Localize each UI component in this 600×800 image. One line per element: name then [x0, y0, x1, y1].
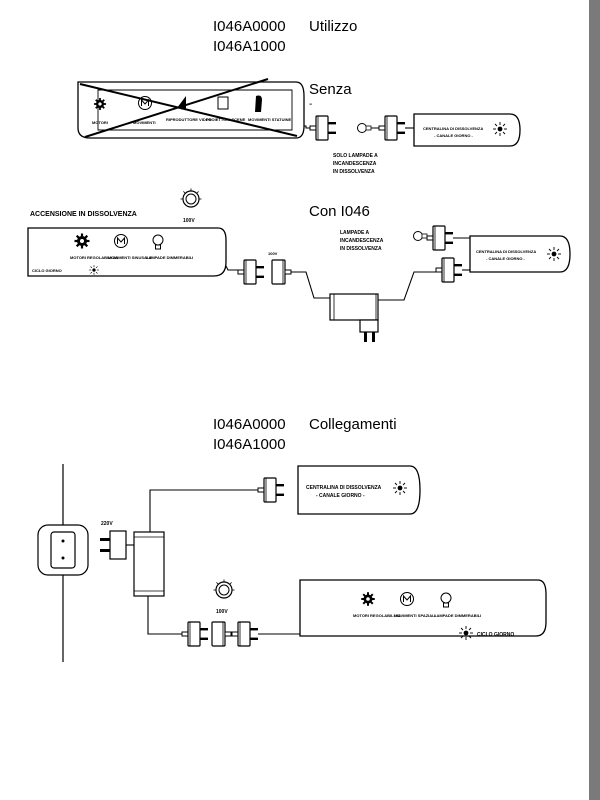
coll-panel: MOTORI REGOLABILI 4A MOVIMENTI SPAZIALI … [299, 579, 547, 637]
con-heading: Con I046 [309, 203, 370, 220]
con-item-2: MOVIMENTI SINUSALE [108, 255, 152, 260]
coll-panel-wire [147, 596, 182, 635]
con-controller-wire [378, 271, 436, 301]
coll-cycle: CICLO GIORNO [477, 632, 514, 638]
con-bulb-plug [426, 225, 454, 251]
senza-item-3: RIPRODUTTORE VIDEO [166, 117, 212, 122]
statue-icon [255, 95, 262, 112]
con-bulb-icon [413, 231, 428, 241]
top-heading: Utilizzo [309, 18, 357, 35]
con-cycle: CICLO GIORNO [32, 268, 62, 273]
con-panel-wire [225, 265, 238, 271]
senza-bulb-icon [357, 123, 379, 133]
sun-icon [88, 264, 100, 276]
con-panel: MOTORI REGOLABILI 4A MOVIMENTI SINUSALE … [27, 227, 227, 277]
coll-item-1: MOTORI REGOLABILI 4A [353, 613, 401, 618]
projector-icon [217, 96, 229, 110]
con-item-3: LAMPADE DIMMERABILI [146, 255, 193, 260]
senza-controller: CENTRALINA DI DISSOLVENZA - CANALE GIORN… [413, 113, 521, 147]
coll-controller: CENTRALINA DI DISSOLVENZA - CANALE GIORN… [297, 465, 421, 515]
sun-icon [492, 121, 508, 137]
con-note-3: IN DISSOLVENZA [340, 246, 382, 252]
power-adapter-icon [100, 530, 165, 597]
mains-voltage: 220V [101, 521, 113, 527]
con-panel-plug [237, 259, 265, 285]
con-voltage-plug: 100V [268, 251, 278, 256]
senza-note-3: IN DISSOLVENZA [333, 169, 375, 175]
con-controller-plug [435, 257, 463, 283]
con-accensione: ACCENSIONE IN DISSOLVENZA [30, 211, 137, 218]
senza-item-5: MOVIMENTI STATUINE [248, 117, 292, 122]
motion-icon [400, 592, 414, 606]
con-note-2: INCANDESCENZA [340, 238, 384, 244]
senza-heading: Senza [309, 81, 352, 98]
con-controller-line-1: CENTRALINA DI DISSOLVENZA [476, 249, 536, 254]
page-edge [589, 0, 600, 800]
wall-socket-icon [37, 524, 89, 576]
coll-panel-plug [231, 621, 259, 647]
con-socket [271, 259, 292, 285]
senza-controller-line-1: CENTRALINA DI DISSOLVENZA [423, 126, 483, 131]
knob-icon [179, 187, 203, 208]
coll-socket [211, 621, 232, 647]
senza-panel: MOTORI MOVIMENTI RIPRODUTTORE VIDEO PROI… [77, 78, 305, 139]
con-voltage-top: 100V [183, 218, 195, 224]
gear-icon [360, 591, 376, 607]
con-adapter-wire [291, 271, 330, 299]
senza-dash: - [309, 99, 312, 110]
senza-controller-plug [378, 115, 406, 141]
senza-note-2: INCANDESCENZA [333, 161, 377, 167]
sun-icon [546, 246, 562, 262]
senza-plug [309, 115, 337, 141]
senza-controller-line-2: - CANALE GIORNO - [434, 133, 474, 138]
knob-icon [212, 578, 236, 599]
coll-item-3: LAMPADE DIMMERABILI [434, 613, 481, 618]
cross-out-icon [79, 78, 298, 138]
bottom-code-1: I046A0000 [213, 416, 286, 433]
top-code-2: I046A1000 [213, 38, 286, 55]
coll-item-2: MOVIMENTI SPAZIALI [394, 613, 436, 618]
bottom-heading: Collegamenti [309, 416, 397, 433]
sun-icon [392, 480, 408, 496]
top-code-1: I046A0000 [213, 18, 286, 35]
con-controller: CENTRALINA DI DISSOLVENZA - CANALE GIORN… [469, 235, 571, 273]
con-controller-line-2: - CANALE GIORNO - [486, 256, 526, 261]
coll-controller-line-2: - CANALE GIORNO - [316, 493, 365, 499]
coll-controller-wire [149, 489, 260, 532]
gear-icon [73, 232, 91, 250]
senza-item-1: MOTORI [92, 120, 108, 125]
senza-item-2: MOVIMENTI [133, 120, 156, 125]
coll-voltage-top: 100V [216, 609, 228, 615]
power-adapter-icon [329, 293, 379, 342]
coll-controller-plug [257, 477, 285, 503]
bottom-code-2: I046A1000 [213, 436, 286, 453]
sun-icon [458, 625, 474, 641]
gear-icon [93, 97, 107, 111]
coll-controller-line-1: CENTRALINA DI DISSOLVENZA [306, 485, 382, 491]
senza-panel-wire [304, 125, 310, 129]
senza-note-1: SOLO LAMPADE A [333, 153, 378, 159]
con-note-1: LAMPADE A [340, 230, 370, 236]
coll-adapter-plug [181, 621, 209, 647]
motion-icon [114, 234, 128, 248]
con-item-1: MOTORI REGOLABILI 4A [70, 255, 118, 260]
